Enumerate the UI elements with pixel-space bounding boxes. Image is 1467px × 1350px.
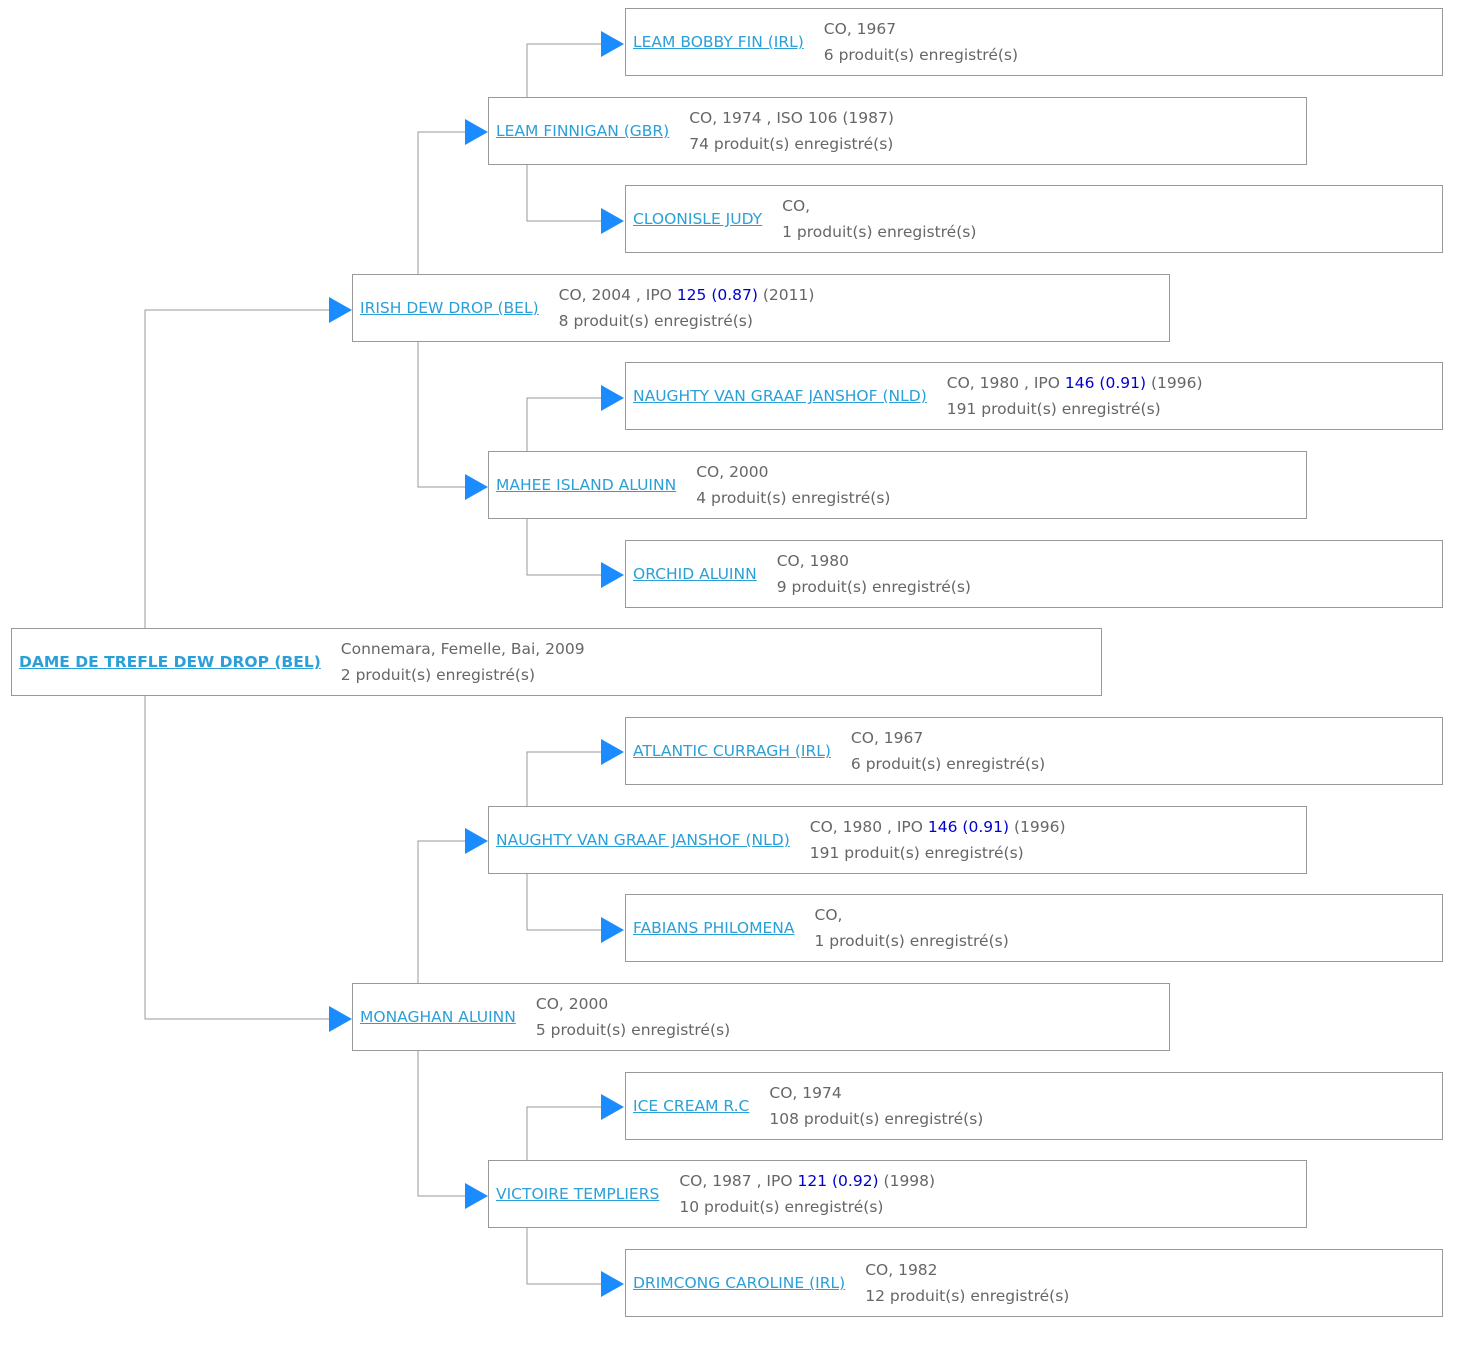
horse-name-link[interactable]: CLOONISLE JUDY [633,210,763,228]
horse-name-link[interactable]: DRIMCONG CAROLINE (IRL) [633,1274,846,1292]
horse-card-dds: ICE CREAM R.C CO, 1974 108 produit(s) en… [625,1072,1443,1140]
horse-name-link[interactable]: LEAM BOBBY FIN (IRL) [633,33,804,51]
arrow-sdd [601,562,624,588]
horse-products-count: 4 produit(s) enregistré(s) [696,488,891,507]
horse-name-link[interactable]: NAUGHTY VAN GRAAF JANSHOF (NLD) [496,831,790,849]
horse-products-count: 2 produit(s) enregistré(s) [340,665,536,684]
horse-info-line: CO, 1980 , IPO 146 (0.91) (1996) [809,817,1066,836]
horse-info-line: CO, 1967 [850,728,924,747]
horse-name-link[interactable]: IRISH DEW DROP (BEL) [360,299,539,317]
horse-card-ss: LEAM FINNIGAN (GBR) CO, 1974 , ISO 106 (… [488,97,1307,165]
horse-products-count: 108 produit(s) enregistré(s) [769,1109,984,1128]
ipo-value: 146 (0.91) [927,817,1010,836]
arrow-sd [465,474,488,500]
arrow-sds [601,385,624,411]
arrow-ssd [601,208,624,234]
horse-products-count: 191 produit(s) enregistré(s) [809,843,1024,862]
horse-info-line: CO, 1974 , ISO 106 (1987) [689,108,894,127]
arrow-sire [329,297,352,323]
horse-card-sss: LEAM BOBBY FIN (IRL) CO, 1967 6 produit(… [625,8,1443,76]
horse-info-line: Connemara, Femelle, Bai, 2009 [340,639,585,658]
horse-name-link[interactable]: ORCHID ALUINN [633,565,757,583]
horse-name-link[interactable]: DAME DE TREFLE DEW DROP (BEL) [19,653,321,671]
horse-products-count: 74 produit(s) enregistré(s) [689,134,894,153]
horse-card-root: DAME DE TREFLE DEW DROP (BEL) Connemara,… [11,628,1102,696]
horse-name-link[interactable]: FABIANS PHILOMENA [633,919,795,937]
ipo-value: 146 (0.91) [1064,373,1147,392]
arrow-dsd [601,917,624,943]
horse-info-line: CO, [782,196,811,215]
horse-products-count: 6 produit(s) enregistré(s) [823,45,1019,64]
horse-name-link[interactable]: ATLANTIC CURRAGH (IRL) [633,742,831,760]
horse-card-dss: ATLANTIC CURRAGH (IRL) CO, 1967 6 produi… [625,717,1443,785]
horse-products-count: 191 produit(s) enregistré(s) [946,399,1161,418]
horse-products-count: 6 produit(s) enregistré(s) [850,754,1046,773]
arrow-dds [601,1094,624,1120]
horse-info-line: CO, 1974 [769,1083,842,1102]
horse-products-count: 1 produit(s) enregistré(s) [782,222,977,241]
horse-card-dsd: FABIANS PHILOMENA CO, 1 produit(s) enreg… [625,894,1443,962]
horse-card-sire: IRISH DEW DROP (BEL) CO, 2004 , IPO 125 … [352,274,1170,342]
horse-name-link[interactable]: MONAGHAN ALUINN [360,1008,516,1026]
arrow-ddd [601,1271,624,1297]
horse-info-line: CO, 1967 [823,19,897,38]
arrow-sss [601,31,624,57]
arrow-dam [329,1006,352,1032]
horse-name-link[interactable]: LEAM FINNIGAN (GBR) [496,122,670,140]
horse-card-ddd: DRIMCONG CAROLINE (IRL) CO, 1982 12 prod… [625,1249,1443,1317]
horse-card-dd: VICTOIRE TEMPLIERS CO, 1987 , IPO 121 (0… [488,1160,1307,1228]
horse-name-link[interactable]: NAUGHTY VAN GRAAF JANSHOF (NLD) [633,387,927,405]
horse-card-sdd: ORCHID ALUINN CO, 1980 9 produit(s) enre… [625,540,1443,608]
horse-products-count: 9 produit(s) enregistré(s) [776,577,971,596]
ipo-value: 121 (0.92) [797,1171,879,1190]
horse-card-ds: NAUGHTY VAN GRAAF JANSHOF (NLD) CO, 1980… [488,806,1307,874]
horse-card-sds: NAUGHTY VAN GRAAF JANSHOF (NLD) CO, 1980… [625,362,1443,430]
arrow-ss [465,119,488,145]
arrow-dd [465,1183,488,1209]
horse-card-sd: MAHEE ISLAND ALUINN CO, 2000 4 produit(s… [488,451,1307,519]
horse-products-count: 1 produit(s) enregistré(s) [814,931,1009,950]
horse-products-count: 5 produit(s) enregistré(s) [535,1020,731,1039]
horse-name-link[interactable]: VICTOIRE TEMPLIERS [496,1185,660,1203]
horse-info-line: CO, 1980 , IPO 146 (0.91) (1996) [946,373,1203,392]
horse-info-line: CO, 2000 [535,994,609,1013]
horse-info-line: CO, 2000 [696,462,769,481]
horse-info-line: CO, 1987 , IPO 121 (0.92) (1998) [679,1171,936,1190]
horse-card-dam: MONAGHAN ALUINN CO, 2000 5 produit(s) en… [352,983,1170,1051]
arrow-dss [601,739,624,765]
horse-products-count: 12 produit(s) enregistré(s) [865,1286,1070,1305]
arrow-ds [465,828,488,854]
horse-info-line: CO, 2004 , IPO 125 (0.87) (2011) [558,285,815,304]
horse-info-line: CO, 1982 [865,1260,938,1279]
ipo-value: 125 (0.87) [676,285,758,304]
horse-products-count: 8 produit(s) enregistré(s) [558,311,753,330]
horse-products-count: 10 produit(s) enregistré(s) [679,1197,884,1216]
horse-info-line: CO, [814,905,843,924]
horse-name-link[interactable]: ICE CREAM R.C [633,1097,750,1115]
horse-info-line: CO, 1980 [776,551,850,570]
horse-name-link[interactable]: MAHEE ISLAND ALUINN [496,476,677,494]
horse-card-ssd: CLOONISLE JUDY CO, 1 produit(s) enregist… [625,185,1443,253]
